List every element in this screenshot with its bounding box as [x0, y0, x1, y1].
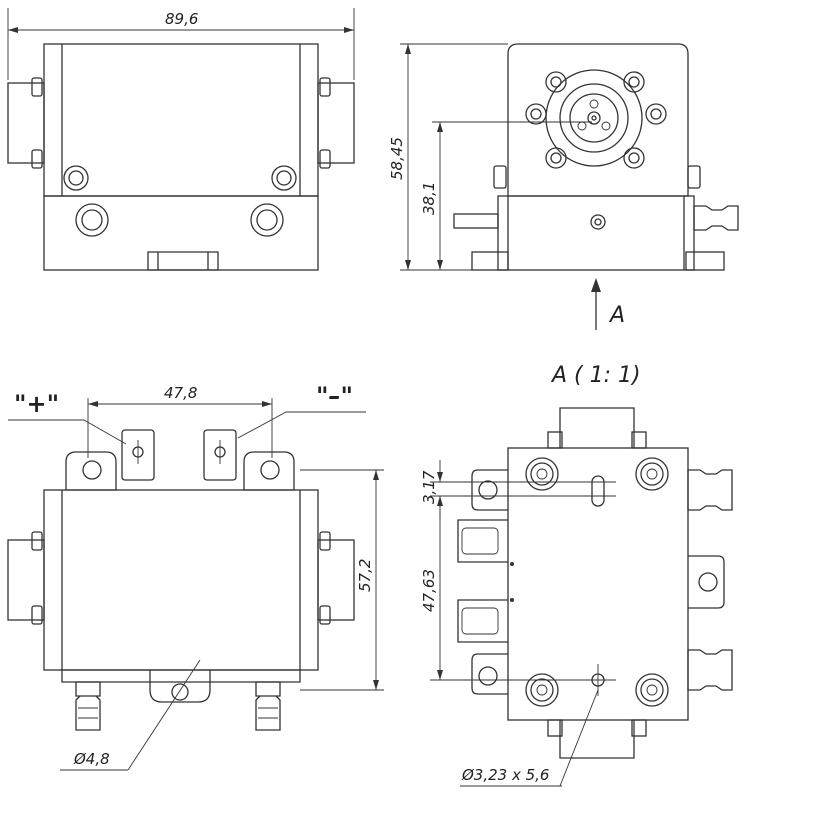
dim-hole-spacing: 47,63 — [420, 569, 438, 612]
top-left-view: 89,6 — [7, 8, 355, 271]
dim-slot-size: Ø3,23 x 5,6 — [461, 766, 549, 784]
terminal-minus-label: "–" — [316, 382, 353, 410]
dim-hole-diameter: Ø4,8 — [73, 750, 110, 768]
dim-slot-offset: 3,17 — [420, 470, 438, 504]
detail-title: A ( 1: 1) — [550, 363, 641, 388]
dim-front-height: 57,2 — [356, 559, 374, 592]
top-right-view: 58,45 38,1 — [388, 43, 739, 330]
dim-top-width: 89,6 — [165, 10, 198, 28]
bottom-left-view: "+" "–" 47,8 — [7, 382, 384, 771]
detail-view-a: A ( 1: 1) — [420, 363, 733, 787]
view-arrow-label: A — [608, 303, 625, 328]
terminal-plus-label: "+" — [14, 390, 59, 418]
dim-terminal-spacing: 47,8 — [164, 384, 197, 402]
dim-side-height-total: 58,45 — [388, 137, 406, 180]
dim-side-height-port: 38,1 — [420, 182, 438, 215]
